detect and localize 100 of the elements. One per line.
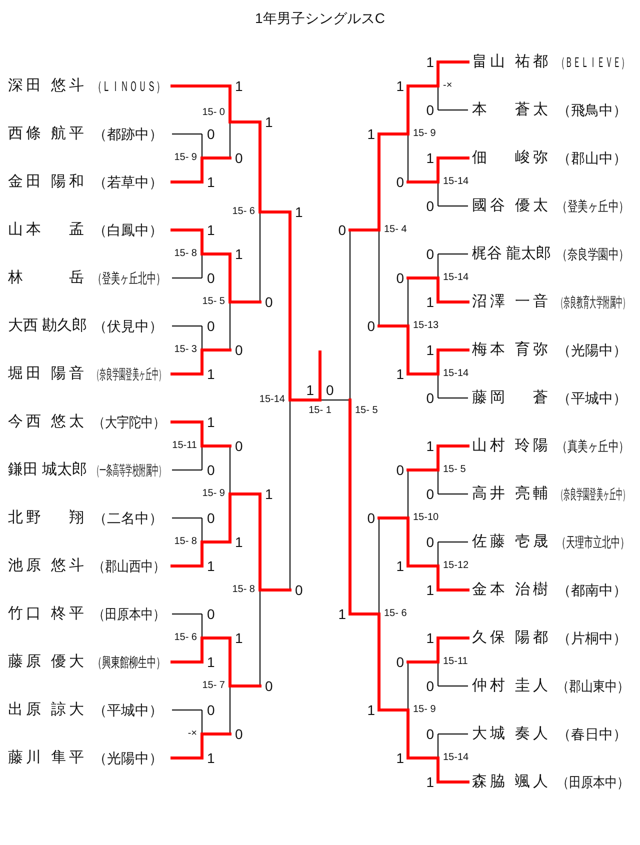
player-name: 出原 諒大 <box>8 700 88 720</box>
result-number: 1 <box>426 342 434 358</box>
school-name: （春日中） <box>557 725 627 744</box>
player-name: 藤川 隼平 <box>8 748 88 768</box>
result-number: 1 <box>235 630 243 646</box>
player-name: 梅本 育弥 <box>472 340 552 360</box>
match-score: 15- 3 <box>174 344 197 356</box>
result-number: 0 <box>426 486 434 502</box>
result-number: 0 <box>396 270 404 286</box>
result-number: 1 <box>396 366 404 382</box>
result-number: 1 <box>426 294 434 310</box>
player-name: 金本 治樹 <box>472 580 552 600</box>
result-number: 0 <box>426 198 434 214</box>
school-name: （一条高等学校附属中） <box>93 461 165 480</box>
match-score: 15- 1 <box>308 405 332 417</box>
player-name: 藤原 優大 <box>8 652 88 672</box>
match-score: 15- 9 <box>413 704 436 716</box>
match-score: 15- 9 <box>174 152 197 164</box>
school-name: （奈良学園中） <box>557 245 629 264</box>
school-name: （登美ヶ丘北中） <box>93 269 165 288</box>
school-name: （真美ヶ丘中） <box>557 437 629 456</box>
result-number: 0 <box>396 174 404 190</box>
player-name: 藤岡 蒼 <box>472 388 551 408</box>
school-name: （伏見中） <box>93 317 163 336</box>
player-name: 仲村 圭人 <box>472 676 552 696</box>
result-number: 0 <box>367 510 375 526</box>
result-number: 1 <box>265 486 273 502</box>
result-number: 0 <box>207 606 215 622</box>
result-number: 0 <box>426 678 434 694</box>
result-number: 1 <box>207 174 215 190</box>
result-number: 0 <box>207 510 215 526</box>
player-name: 高井 亮輔 <box>472 484 552 504</box>
result-number: 1 <box>396 750 404 766</box>
school-name: （白鳳中） <box>93 221 163 240</box>
match-score: -× <box>443 80 452 92</box>
player-name: 北野 翔 <box>8 508 87 528</box>
result-number: 1 <box>426 630 434 646</box>
match-score: 15-12 <box>443 560 469 572</box>
school-name: （光陽中） <box>93 749 163 768</box>
player-name: 山村 玲陽 <box>472 436 552 456</box>
school-name: （片桐中） <box>557 629 627 648</box>
result-number: 1 <box>207 222 215 238</box>
school-name: （ＢＥＬＩＥＶＥ） <box>557 53 629 72</box>
result-number: 0 <box>326 382 334 398</box>
school-name: （光陽中） <box>557 341 627 360</box>
player-name: 國谷 優太 <box>472 196 552 216</box>
match-score: 15- 6 <box>232 206 255 218</box>
school-name: （興東館柳生中） <box>93 653 165 672</box>
result-number: 1 <box>235 534 243 550</box>
player-name: 佐藤 壱晟 <box>472 532 552 552</box>
result-number: 0 <box>235 726 243 742</box>
result-number: 1 <box>367 126 375 142</box>
title: 1年男子シングルスC <box>255 9 385 27</box>
school-name: （奈良学園登美ヶ丘中） <box>557 485 629 504</box>
result-number: 0 <box>235 342 243 358</box>
result-number: 1 <box>235 246 243 262</box>
result-number: 0 <box>338 222 346 238</box>
school-name: （奈良教育大学附属中） <box>557 293 629 312</box>
school-name: （大宇陀中） <box>93 413 165 432</box>
match-score: 15- 9 <box>413 128 436 140</box>
result-number: 0 <box>295 582 303 598</box>
school-name: （ＬＩＮＯＵＳ） <box>93 77 165 96</box>
result-number: 1 <box>426 438 434 454</box>
match-score: 15-14 <box>443 752 469 764</box>
match-score: 15-10 <box>413 512 439 524</box>
school-name: （天理市立北中） <box>557 533 629 552</box>
match-score: 15-14 <box>259 394 285 406</box>
school-name: （登美ヶ丘中） <box>557 197 629 216</box>
result-number: 1 <box>396 558 404 574</box>
result-number: 1 <box>207 366 215 382</box>
player-name: 竹口 柊平 <box>8 604 88 624</box>
match-score: 15- 8 <box>232 584 255 596</box>
player-name: 林 岳 <box>8 268 87 288</box>
result-number: 1 <box>207 654 215 670</box>
result-number: 0 <box>265 294 273 310</box>
result-number: 1 <box>426 54 434 70</box>
match-score: 15-14 <box>443 176 469 188</box>
player-name: 堀田 陽音 <box>8 364 88 384</box>
match-score: 15- 6 <box>384 608 407 620</box>
result-number: 1 <box>396 78 404 94</box>
result-number: 0 <box>207 318 215 334</box>
result-number: 1 <box>338 606 346 622</box>
result-number: 1 <box>235 78 243 94</box>
player-name: 今西 悠太 <box>8 412 88 432</box>
result-number: 1 <box>207 558 215 574</box>
result-number: 1 <box>207 414 215 430</box>
match-score: 15- 9 <box>202 488 225 500</box>
result-number: 1 <box>426 774 434 790</box>
match-score: 15-13 <box>413 320 439 332</box>
school-name: （都跡中） <box>93 125 163 144</box>
school-name: （郡山東中） <box>557 677 629 696</box>
result-number: 1 <box>426 150 434 166</box>
match-score: 15-11 <box>443 656 468 668</box>
result-number: 1 <box>306 382 314 398</box>
match-score: 15- 6 <box>174 632 197 644</box>
player-name: 梶谷 龍太郎 <box>472 244 552 264</box>
result-number: 0 <box>265 678 273 694</box>
school-name: （平城中） <box>557 389 627 408</box>
result-number: 0 <box>426 390 434 406</box>
player-name: 佃 峻弥 <box>472 148 551 168</box>
